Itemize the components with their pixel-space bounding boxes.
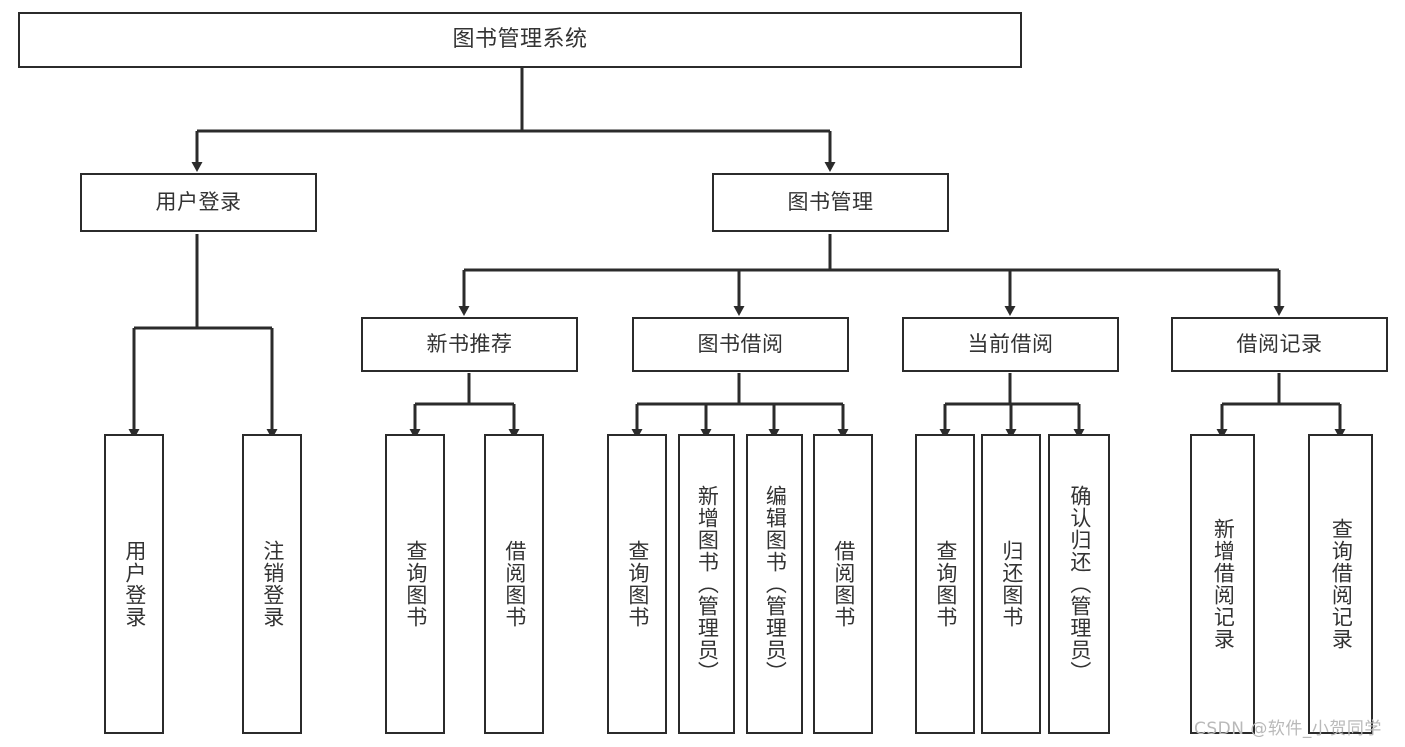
- node-label: 编辑图书（管理员）: [763, 485, 788, 683]
- node-label: 确认归还（管理员）: [1067, 485, 1092, 683]
- node-label: 用户登录: [122, 540, 147, 628]
- node-label: 借阅图书: [502, 540, 527, 628]
- node-label: 新书推荐: [426, 332, 513, 357]
- node-book-management[interactable]: 图书管理: [712, 173, 949, 232]
- node-borrow-record[interactable]: 借阅记录: [1171, 317, 1388, 372]
- node-label: 图书管理系统: [452, 27, 588, 53]
- node-label: 当前借阅: [967, 332, 1054, 357]
- node-label: 归还图书: [999, 540, 1024, 628]
- leaf-query-book-borrow[interactable]: 查询图书: [607, 434, 667, 734]
- leaf-query-borrow-record[interactable]: 查询借阅记录: [1308, 434, 1373, 734]
- node-label: 查询图书: [933, 540, 958, 628]
- node-book-borrow[interactable]: 图书借阅: [632, 317, 849, 372]
- leaf-borrow-book-new[interactable]: 借阅图书: [484, 434, 544, 734]
- node-label: 查询图书: [403, 540, 428, 628]
- leaf-add-borrow-record[interactable]: 新增借阅记录: [1190, 434, 1255, 734]
- node-label: 注销登录: [260, 540, 285, 628]
- node-label: 查询图书: [625, 540, 650, 628]
- node-label: 图书管理: [787, 190, 874, 215]
- leaf-logout[interactable]: 注销登录: [242, 434, 302, 734]
- csdn-watermark: CSDN @软件_小贺同学: [1194, 719, 1382, 739]
- node-label: 借阅记录: [1236, 332, 1323, 357]
- leaf-borrow-book[interactable]: 借阅图书: [813, 434, 873, 734]
- node-user-login[interactable]: 用户登录: [80, 173, 317, 232]
- leaf-add-book-admin[interactable]: 新增图书（管理员）: [678, 434, 735, 734]
- leaf-confirm-return-admin[interactable]: 确认归还（管理员）: [1048, 434, 1110, 734]
- node-new-book-recommend[interactable]: 新书推荐: [361, 317, 578, 372]
- node-label: 图书借阅: [697, 332, 784, 357]
- node-label: 查询借阅记录: [1329, 518, 1354, 650]
- leaf-query-book-current[interactable]: 查询图书: [915, 434, 975, 734]
- node-root-system[interactable]: 图书管理系统: [18, 12, 1022, 68]
- node-label: 新增借阅记录: [1211, 518, 1236, 650]
- leaf-edit-book-admin[interactable]: 编辑图书（管理员）: [746, 434, 803, 734]
- node-current-borrow[interactable]: 当前借阅: [902, 317, 1119, 372]
- leaf-query-book-new[interactable]: 查询图书: [385, 434, 445, 734]
- leaf-return-book[interactable]: 归还图书: [981, 434, 1041, 734]
- leaf-user-login[interactable]: 用户登录: [104, 434, 164, 734]
- node-label: 用户登录: [155, 190, 242, 215]
- node-label: 借阅图书: [831, 540, 856, 628]
- node-label: 新增图书（管理员）: [695, 485, 720, 683]
